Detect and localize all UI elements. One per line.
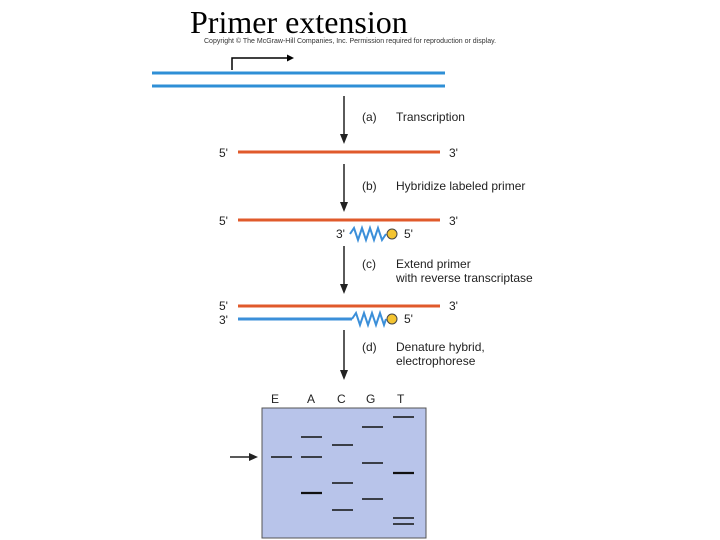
primer-segment bbox=[351, 309, 387, 329]
radiolabel-dot bbox=[386, 228, 398, 240]
step-d-arrow bbox=[340, 330, 348, 380]
labeled-primer bbox=[349, 224, 387, 244]
primer-five-prime-label: 5' bbox=[404, 227, 413, 241]
step-a-letter: (a) bbox=[362, 110, 377, 124]
step-a-arrow bbox=[340, 96, 348, 144]
cdna-five-prime-label: 5' bbox=[404, 312, 413, 326]
step-d-letter: (d) bbox=[362, 340, 377, 354]
step-c-arrow bbox=[340, 246, 348, 294]
three-prime-label: 3' bbox=[449, 214, 458, 228]
cdna-three-prime-label: 3' bbox=[219, 313, 228, 327]
slide-title: Primer extension bbox=[190, 4, 408, 40]
gel-lane-label-t: T bbox=[397, 392, 405, 406]
step-c-letter: (c) bbox=[362, 257, 376, 271]
step-c-text-line2: with reverse transcriptase bbox=[395, 271, 533, 285]
promoter-arrow bbox=[231, 57, 290, 70]
dna-double-strand bbox=[152, 54, 445, 88]
five-prime-label: 5' bbox=[219, 146, 228, 160]
promoter-arrowhead bbox=[287, 54, 294, 62]
step-d-text-line1: Denature hybrid, bbox=[396, 340, 485, 354]
step-a-text: Transcription bbox=[396, 110, 465, 124]
product-pointer-arrow bbox=[230, 453, 258, 461]
gel-bands bbox=[271, 416, 414, 525]
three-prime-label: 3' bbox=[449, 299, 458, 313]
radiolabel-dot bbox=[386, 313, 398, 325]
copyright-notice: Copyright © The McGraw-Hill Companies, I… bbox=[204, 38, 497, 45]
step-b-arrow bbox=[340, 164, 348, 212]
gel-lane-label-g: G bbox=[366, 392, 375, 406]
step-b-text: Hybridize labeled primer bbox=[396, 179, 525, 193]
step-d-text-line2: electrophorese bbox=[396, 354, 476, 368]
primer-three-prime-label: 3' bbox=[336, 227, 345, 241]
five-prime-label: 5' bbox=[219, 214, 228, 228]
gel-lane-label-a: A bbox=[307, 392, 315, 406]
gel-lane-label-e: E bbox=[271, 392, 279, 406]
step-b-letter: (b) bbox=[362, 179, 377, 193]
five-prime-label: 5' bbox=[219, 299, 228, 313]
gel-lane-label-c: C bbox=[337, 392, 346, 406]
three-prime-label: 3' bbox=[449, 146, 458, 160]
step-c-text-line1: Extend primer bbox=[396, 257, 471, 271]
